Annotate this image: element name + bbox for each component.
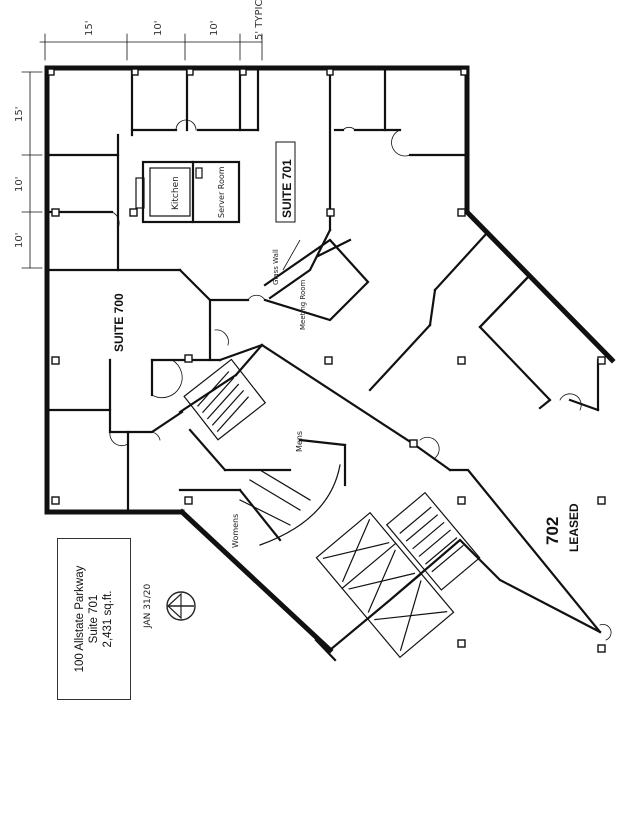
suite-701-walls xyxy=(45,66,469,302)
mens-label: Mens xyxy=(295,431,304,452)
dim-top-10a: 10' xyxy=(153,21,164,36)
property-info-box: 100 Allstate Parkway Suite 701 2,431 sq.… xyxy=(57,538,131,700)
north-arrow-icon xyxy=(166,591,196,621)
server-room-label: Server Room xyxy=(217,166,226,218)
suite-702-leased: LEASED xyxy=(567,503,581,552)
meeting-room-walls xyxy=(263,238,370,322)
meeting-room-label: Meeting Room xyxy=(299,279,307,330)
property-suite: Suite 701 xyxy=(88,594,100,644)
suite-700-walls xyxy=(45,298,222,514)
property-info-text: 100 Allstate Parkway Suite 701 2,431 sq.… xyxy=(73,544,115,694)
suite-701-label-box xyxy=(275,141,296,223)
stair-icon xyxy=(183,358,267,441)
kitchen-label: Kitchen xyxy=(171,176,181,210)
dim-top-5-typical: 5' TYPICAL xyxy=(254,0,265,40)
date-note: JAN 31/20 xyxy=(143,584,153,629)
suite-700-label: SUITE 700 xyxy=(112,293,126,352)
property-area: 2,431 sq.ft. xyxy=(102,590,114,648)
column-icon xyxy=(47,68,606,653)
core-walls xyxy=(178,343,417,542)
property-address: 100 Allstate Parkway xyxy=(74,565,86,673)
right-offices-walls xyxy=(368,231,614,634)
kitchen-server-block xyxy=(135,160,241,224)
dim-left-15: 15' xyxy=(14,107,25,122)
elevator-icon xyxy=(315,491,481,659)
dim-left-10a: 10' xyxy=(14,177,25,192)
washroom-curve-wall xyxy=(259,464,341,546)
womens-label: Womens xyxy=(231,514,240,548)
dim-left-10b: 10' xyxy=(14,233,25,248)
washroom-partitions xyxy=(239,469,311,526)
glass-wall-label: Glass Wall xyxy=(272,249,280,285)
dim-top-15: 15' xyxy=(84,21,95,36)
suite-701-label: SUITE 701 xyxy=(280,159,294,218)
dim-top-10b: 10' xyxy=(209,21,220,36)
dimension-lines xyxy=(21,33,263,269)
door-swing-icon xyxy=(109,119,612,641)
suite-702-number: 702 xyxy=(543,517,562,545)
lower-core-walls xyxy=(314,538,602,662)
